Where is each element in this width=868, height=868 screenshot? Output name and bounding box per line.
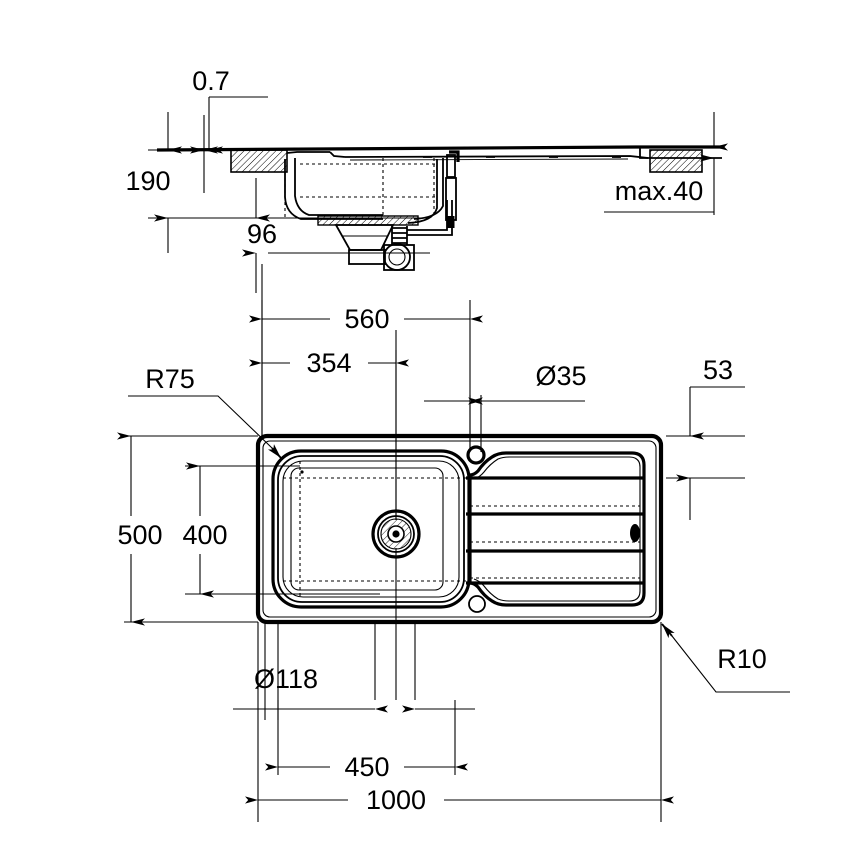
overflow-neck (446, 154, 456, 178)
strainer-centre (392, 530, 400, 538)
dim-1000: 1000 (245, 622, 674, 822)
dim-R75-label: R75 (145, 364, 195, 394)
overflow-pipe (407, 200, 453, 236)
dim-0.7-label: 0.7 (192, 66, 230, 96)
bowl-corner-dot (300, 470, 304, 474)
dim-dia118: Ø118 (233, 622, 475, 720)
dim-dia35-label: Ø35 (535, 361, 586, 391)
cross-section-view: 0.7 190 96 (125, 66, 728, 293)
dim-450: 450 (265, 700, 468, 782)
dim-1000-label: 1000 (366, 785, 426, 815)
dim-R75-leader (128, 395, 273, 449)
waste-washer-stack (391, 226, 408, 245)
waste-outlet-circle (383, 243, 411, 271)
rim-left-profile (286, 151, 330, 154)
dim-96: 96 (165, 178, 430, 293)
dim-dia35: Ø35 (424, 361, 587, 452)
dim-560-label: 560 (344, 304, 389, 334)
dim-R10-leader (671, 635, 790, 693)
drainer-outline (468, 451, 646, 607)
left-mounting-clip (230, 149, 288, 173)
overflow-cap (449, 150, 460, 162)
dim-R10-arrow (661, 623, 675, 639)
right-mounting-clip (649, 149, 703, 173)
dim-560: 560 (249, 300, 483, 452)
dim-max40-label: max.40 (615, 176, 704, 206)
sink-top-plate-inner (349, 158, 629, 161)
dim-R10: R10 (661, 623, 790, 693)
waste-trap-body (348, 249, 386, 265)
dim-R10-label: R10 (717, 644, 767, 674)
sink-bowl-base (290, 467, 444, 591)
bowl-base-hatch (317, 215, 419, 226)
bowl-left-wall-outer (284, 159, 383, 220)
dim-500: 500 (117, 432, 258, 626)
bowl-right-wall-inner (407, 159, 438, 224)
dim-400: 400 (182, 462, 380, 598)
waste-outlet-housing (383, 244, 415, 271)
sink-outer-outline-inner (262, 440, 657, 618)
dim-400-label: 400 (182, 520, 227, 550)
dim-R75-arrow (267, 444, 282, 459)
sink-bowl-outline-2 (277, 455, 465, 603)
dim-190: 190 (125, 112, 182, 253)
dim-R75: R75 (128, 364, 282, 459)
overflow-hole (468, 595, 486, 613)
dim-53: 53 (666, 355, 745, 520)
dim-max40: max.40 (604, 112, 728, 215)
overflow-joint (447, 216, 455, 228)
dim-354-label: 354 (306, 348, 351, 378)
bowl-left-wall-inner (294, 158, 383, 216)
top-plan-view: 560 354 Ø35 (117, 264, 790, 822)
drainer-oval-feature (630, 524, 640, 542)
rim-left-bend (329, 151, 346, 158)
drainer-board (466, 451, 646, 607)
dim-dia118-label: Ø118 (254, 664, 318, 694)
sink-bowl-outline-3 (282, 460, 460, 598)
dim-450-label: 450 (344, 752, 389, 782)
drainer-outline-inner (473, 456, 641, 602)
dim-500-label: 500 (117, 520, 162, 550)
dim-96-label: 96 (247, 219, 277, 249)
dim-0.7: 0.7 (192, 66, 268, 154)
tap-hole (466, 445, 486, 465)
waste-outlet-circle-inner (388, 248, 406, 266)
overflow-pipe-2 (407, 200, 448, 231)
bowl-right-wall (413, 158, 444, 220)
dim-53-label: 53 (703, 355, 733, 385)
dim-190-label: 190 (125, 166, 170, 196)
drainer-grooves (466, 476, 644, 585)
sink-top-plate (344, 155, 649, 159)
